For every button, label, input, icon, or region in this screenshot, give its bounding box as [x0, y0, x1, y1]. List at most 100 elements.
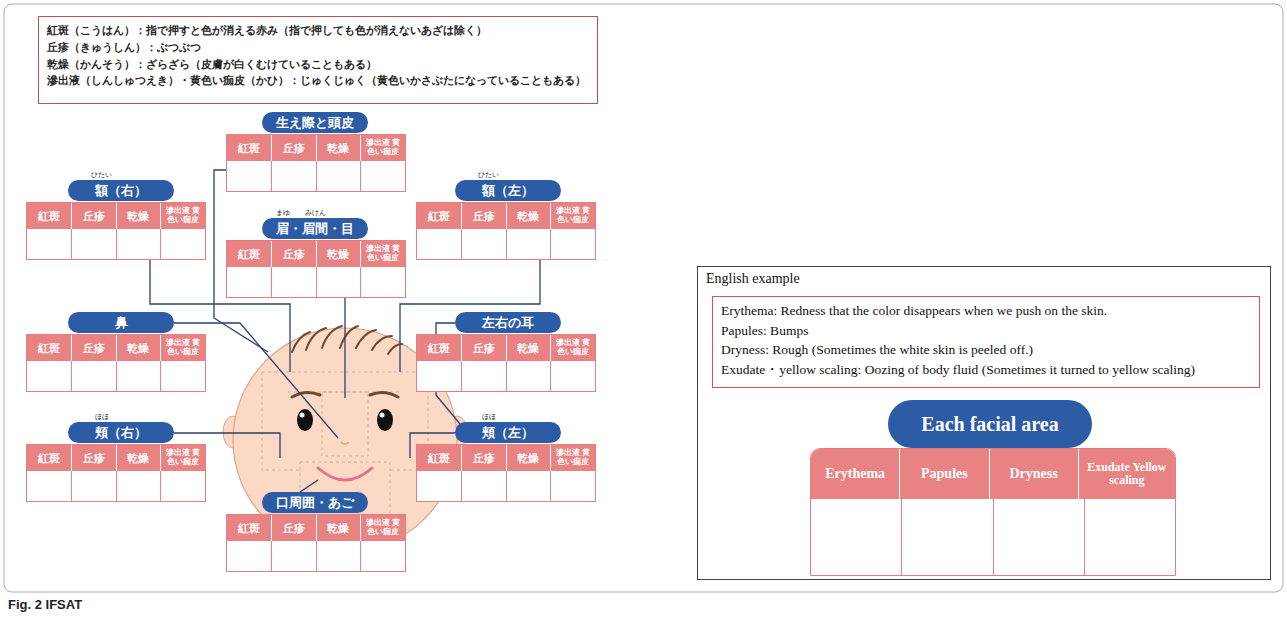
empty-cell — [227, 267, 271, 297]
area-name: 額（右） — [95, 182, 147, 200]
table-header-cell: 乾燥 — [316, 241, 361, 267]
empty-cell — [461, 229, 506, 259]
table-header-cell: 紅斑 — [227, 135, 271, 161]
empty-cell — [550, 471, 595, 501]
empty-cell — [160, 361, 205, 391]
empty-cell — [160, 471, 205, 501]
caption: Fig. 2 IFSAT — [8, 597, 82, 612]
symptom-table: 紅斑丘疹乾燥滲出液 黄色い痂皮 — [26, 202, 206, 260]
empty-cell — [316, 541, 361, 571]
table-header-cell: 紅斑 — [27, 203, 71, 229]
empty-cell — [993, 499, 1084, 575]
table-header-cell: 乾燥 — [316, 515, 361, 541]
empty-cell — [360, 541, 405, 571]
area-label: まゆみけん眉・眉間・目 — [262, 218, 368, 239]
symptom-table: 紅斑丘疹乾燥滲出液 黄色い痂皮 — [26, 444, 206, 502]
empty-cell — [271, 161, 316, 191]
table-header-cell: 乾燥 — [116, 445, 161, 471]
empty-cell — [71, 229, 116, 259]
empty-cell — [461, 471, 506, 501]
empty-cell — [316, 161, 361, 191]
definition-line: 滲出液（しんしゅつえき）・黄色い痂皮（かひ）：じゅくじゅく（黄色いかさぶたになっ… — [47, 72, 589, 89]
furigana: まゆ — [276, 208, 290, 218]
table-header-cell: 乾燥 — [316, 135, 361, 161]
symptom-table: 紅斑丘疹乾燥滲出液 黄色い痂皮 — [416, 202, 596, 260]
table-header-cell: 丘疹 — [461, 445, 506, 471]
empty-cell — [27, 361, 71, 391]
area-label: ひたい額（右） — [68, 180, 174, 201]
empty-cell — [227, 161, 271, 191]
empty-cell — [461, 361, 506, 391]
area-label: 生え際と頭皮 — [262, 112, 368, 133]
table-header-cell: Dryness — [989, 449, 1078, 499]
table-header-cell: 乾燥 — [506, 335, 551, 361]
table-header-cell: 紅斑 — [417, 335, 461, 361]
table-header-cell: 丘疹 — [461, 203, 506, 229]
empty-cell — [360, 161, 405, 191]
table-header-cell: 紅斑 — [27, 335, 71, 361]
table-header-cell: 滲出液 黄色い痂皮 — [550, 203, 595, 229]
empty-cell — [71, 361, 116, 391]
symptom-table: 紅斑丘疹乾燥滲出液 黄色い痂皮 — [226, 134, 406, 192]
empty-cell — [271, 541, 316, 571]
furigana: ほほ — [482, 412, 496, 422]
definition-line: 丘疹（きゅうしん）：ぶつぶつ — [47, 39, 589, 56]
table-header-cell: 滲出液 黄色い痂皮 — [160, 445, 205, 471]
table-header-cell: Erythema — [811, 449, 899, 499]
area-label: ひたい額（左） — [455, 180, 561, 201]
table-header-cell: 乾燥 — [116, 203, 161, 229]
table-header-cell: 丘疹 — [71, 335, 116, 361]
symptom-table: ErythemaPapulesDrynessExudate Yellow sca… — [810, 448, 1176, 576]
empty-cell — [116, 229, 161, 259]
definition-line: Dryness: Rough (Sometimes the white skin… — [721, 340, 1251, 360]
table-header-cell: 丘疹 — [271, 241, 316, 267]
table-header-cell: 滲出液 黄色い痂皮 — [360, 135, 405, 161]
empty-cell — [811, 499, 901, 575]
figure-frame — [4, 4, 1283, 592]
furigana: ほほ — [95, 412, 109, 422]
empty-cell — [901, 499, 992, 575]
empty-cell — [316, 267, 361, 297]
table-header-cell: 丘疹 — [271, 515, 316, 541]
table-header-cell: 乾燥 — [506, 203, 551, 229]
area-name: 鼻 — [115, 314, 128, 332]
table-header-cell: 丘疹 — [71, 445, 116, 471]
area-name: 頬（右） — [95, 424, 147, 442]
empty-cell — [227, 541, 271, 571]
definition-line: Exudate・yellow scaling: Oozing of body f… — [721, 360, 1251, 380]
table-header-cell: 滲出液 黄色い痂皮 — [160, 335, 205, 361]
table-header-cell: 滲出液 黄色い痂皮 — [160, 203, 205, 229]
empty-cell — [27, 229, 71, 259]
area-label: Each facial area — [888, 400, 1092, 448]
symptom-table: 紅斑丘疹乾燥滲出液 黄色い痂皮 — [226, 514, 406, 572]
empty-cell — [360, 267, 405, 297]
empty-cell — [550, 361, 595, 391]
example-frame: Erythema: Redness that the color disappe… — [697, 266, 1271, 580]
table-header-cell: 丘疹 — [71, 203, 116, 229]
empty-cell — [116, 471, 161, 501]
empty-cell — [417, 229, 461, 259]
table-header-cell: 滲出液 黄色い痂皮 — [550, 335, 595, 361]
empty-cell — [71, 471, 116, 501]
area-label: 左右の耳 — [455, 312, 561, 333]
empty-cell — [271, 267, 316, 297]
table-header-cell: 丘疹 — [461, 335, 506, 361]
box-heading: English example — [698, 267, 1270, 291]
table-header-cell: 乾燥 — [116, 335, 161, 361]
area-label: 鼻 — [68, 312, 174, 333]
table-header-cell: 紅斑 — [227, 515, 271, 541]
empty-cell — [506, 361, 551, 391]
empty-cell — [417, 361, 461, 391]
empty-cell — [1084, 499, 1175, 575]
table-header-cell: 滲出液 黄色い痂皮 — [360, 515, 405, 541]
area-name: 額（左） — [482, 182, 534, 200]
area-name: Each facial area — [921, 413, 1058, 436]
definition-box: Erythema: Redness that the color disappe… — [712, 296, 1260, 388]
symptom-table: 紅斑丘疹乾燥滲出液 黄色い痂皮 — [26, 334, 206, 392]
furigana: みけん — [305, 208, 326, 218]
furigana: ひたい — [91, 170, 112, 180]
table-header-cell: 滲出液 黄色い痂皮 — [550, 445, 595, 471]
definition-box: 紅斑（こうはん）：指で押すと色が消える赤み（指で押しても色が消えないあざは除く）… — [38, 16, 598, 104]
symptom-table: 紅斑丘疹乾燥滲出液 黄色い痂皮 — [226, 240, 406, 298]
definition-line: Papules: Bumps — [721, 321, 1251, 341]
